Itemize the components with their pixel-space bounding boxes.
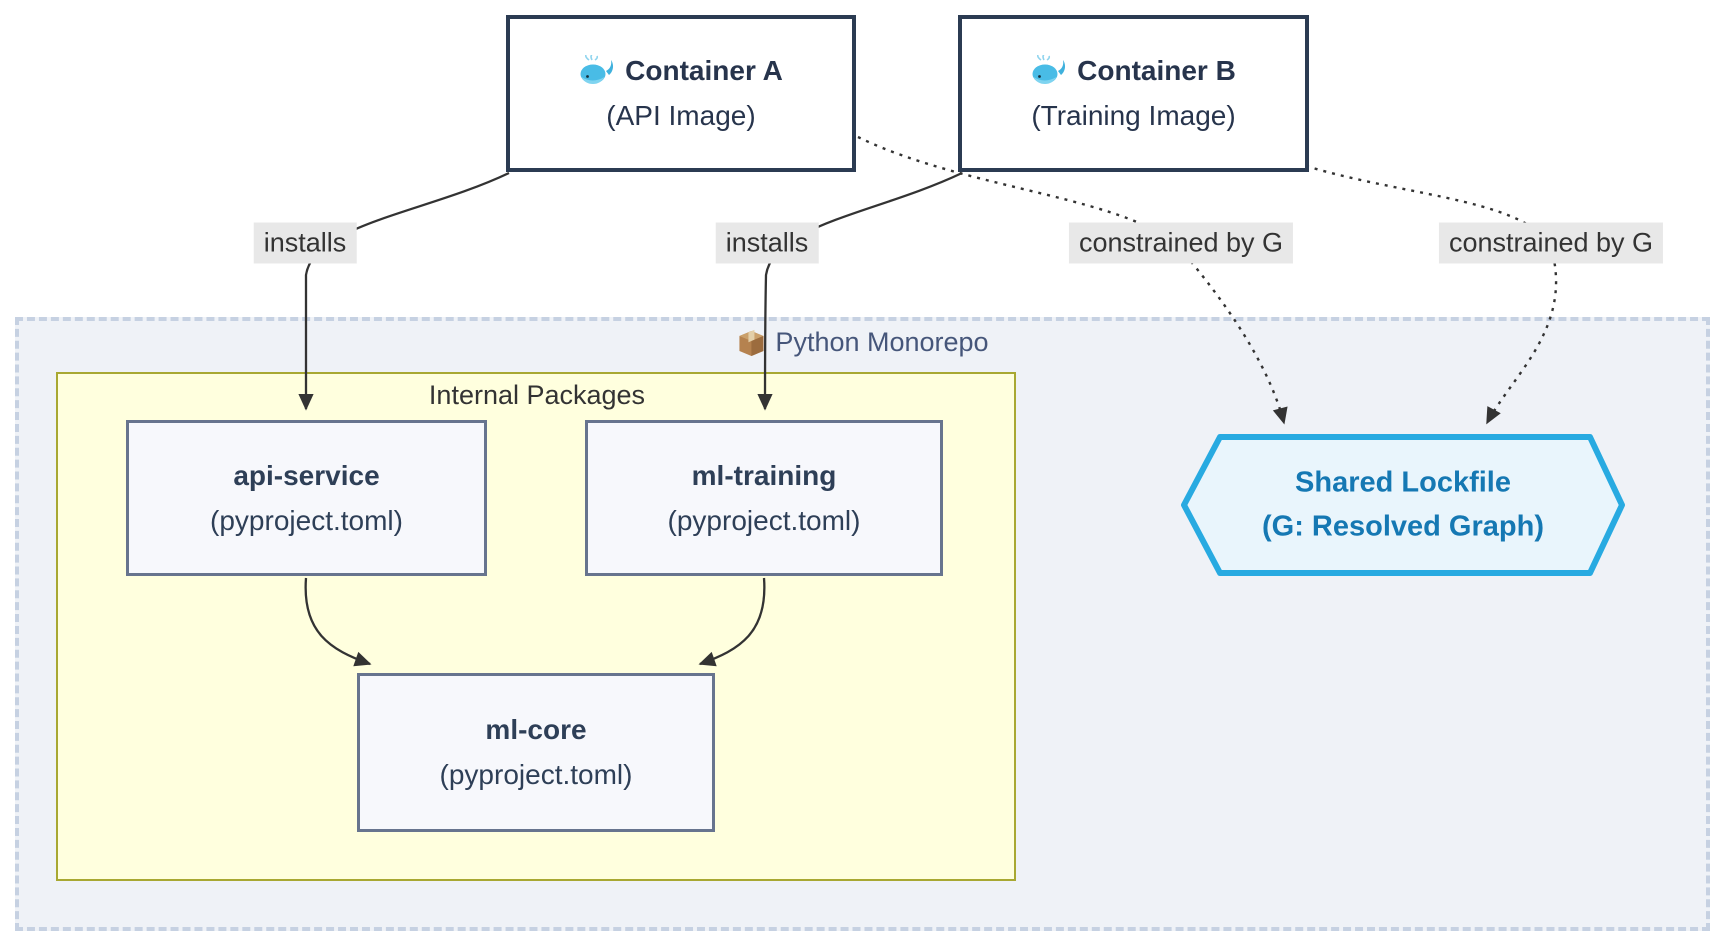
node-title: Container A — [625, 55, 783, 86]
cluster-label-text: Python Monorepo — [775, 326, 989, 357]
edge-label-installs-a: installs — [253, 222, 357, 264]
package-icon — [735, 326, 767, 358]
node-subtitle: (pyproject.toml) — [667, 504, 861, 536]
node-shared-lockfile: Shared Lockfile (G: Resolved Graph) — [1262, 467, 1544, 544]
cluster-label-text: Internal Packages — [428, 380, 646, 410]
whale-icon — [1031, 54, 1067, 87]
node-container-b: Container B (Training Image) — [958, 15, 1309, 172]
cluster-label-python-monorepo: Python Monorepo — [735, 326, 989, 358]
node-ml-core: ml-core (pyproject.toml) — [357, 673, 715, 832]
node-api-service: api-service (pyproject.toml) — [126, 420, 487, 576]
node-title: ml-training — [691, 459, 837, 491]
node-subtitle: (pyproject.toml) — [210, 504, 403, 536]
cluster-label-internal-packages: Internal Packages — [429, 380, 645, 411]
node-subtitle: (G: Resolved Graph) — [1262, 510, 1544, 543]
edge-label-installs-b: installs — [715, 222, 819, 264]
node-title: Container B — [1077, 55, 1236, 86]
node-container-a: Container A (API Image) — [506, 15, 856, 172]
node-subtitle: (API Image) — [606, 100, 756, 131]
whale-icon — [579, 54, 615, 87]
node-title: Shared Lockfile — [1295, 466, 1511, 499]
edge-label-constrained-a: constrained by G — [1068, 222, 1294, 264]
edge-label-constrained-b: constrained by G — [1438, 222, 1664, 264]
node-subtitle: (Training Image) — [1031, 100, 1236, 131]
node-ml-training: ml-training (pyproject.toml) — [585, 420, 943, 576]
node-subtitle: (pyproject.toml) — [439, 759, 633, 790]
node-title: api-service — [233, 459, 380, 491]
node-title: ml-core — [485, 714, 587, 745]
